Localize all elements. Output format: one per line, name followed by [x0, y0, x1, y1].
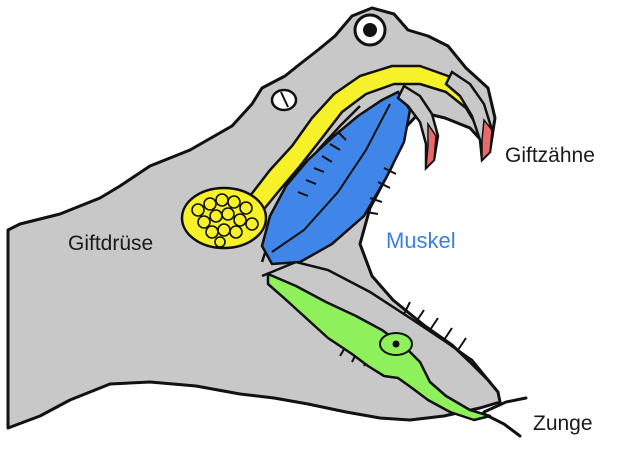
glottis-opening: [393, 341, 400, 348]
label-venom-gland: Giftdrüse: [68, 233, 153, 254]
label-fangs: Giftzähne: [505, 145, 595, 166]
label-tongue: Zunge: [533, 413, 593, 434]
pupil: [363, 23, 377, 37]
label-muscle: Muskel: [386, 230, 456, 252]
